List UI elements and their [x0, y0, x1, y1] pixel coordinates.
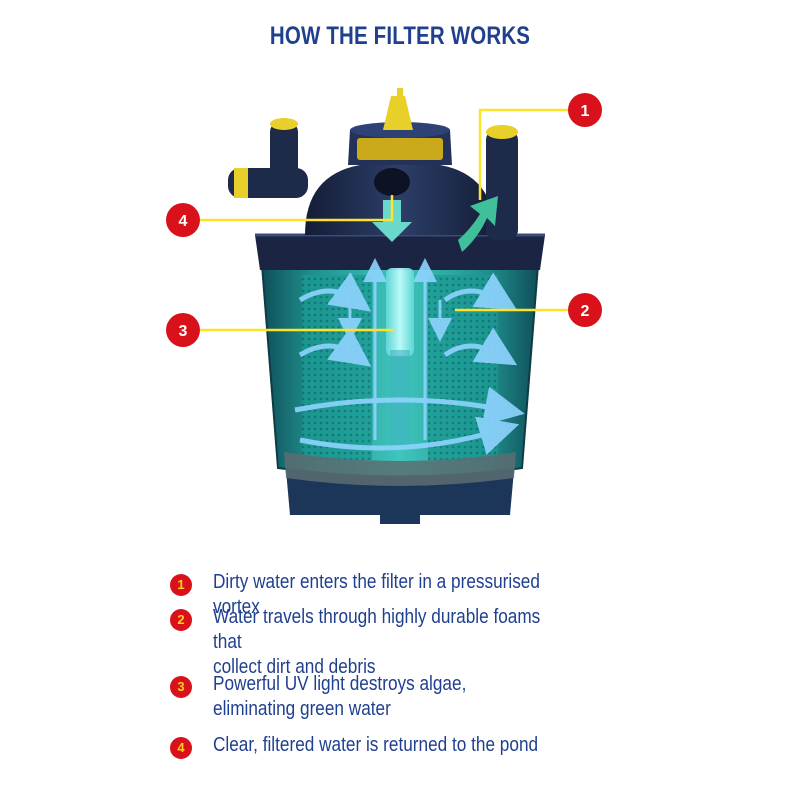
- callout-badge-1: 1: [568, 93, 602, 127]
- filter-diagram: 1 2 3 4: [166, 88, 602, 524]
- legend-line: Dirty water enters the filter in a press…: [213, 571, 540, 618]
- legend-badge: 4: [170, 737, 192, 759]
- legend-text: Water travels through highly durable foa…: [213, 605, 557, 680]
- legend-badge: 2: [170, 609, 192, 631]
- legend-line: Water travels through highly durable foa…: [213, 606, 541, 653]
- outlet-arrow-icon: [458, 196, 498, 252]
- callout-badge-3: 3: [166, 313, 200, 347]
- legend-text: Dirty water enters the filter in a press…: [213, 570, 557, 620]
- legend-line: collect dirt and debris: [213, 656, 376, 678]
- callout-number: 2: [581, 303, 590, 320]
- callout-line-4: [200, 195, 394, 222]
- legend-item: 2 Water travels through highly durable f…: [170, 605, 613, 680]
- legend-line: Powerful UV light destroys algae,: [213, 673, 467, 695]
- legend-item: 1 Dirty water enters the filter in a pre…: [170, 570, 613, 620]
- callout-badge-4: 4: [166, 203, 200, 237]
- legend-line: eliminating green water: [213, 698, 391, 720]
- vortex-arrows-icon: [294, 258, 525, 455]
- callout-badge-2: 2: [568, 293, 602, 327]
- callout-number: 1: [581, 103, 590, 120]
- callout-number: 3: [179, 323, 188, 340]
- callout-line-1: [478, 108, 568, 200]
- legend-item: 4 Clear, filtered water is returned to t…: [170, 733, 613, 759]
- legend-line: Clear, filtered water is returned to the…: [213, 734, 539, 756]
- callout-number: 4: [179, 213, 188, 230]
- uv-lamp-icon: [386, 268, 414, 450]
- legend-text: Clear, filtered water is returned to the…: [213, 733, 557, 758]
- legend-badge: 1: [170, 574, 192, 596]
- page-title: HOW THE FILTER WORKS: [269, 22, 531, 50]
- legend-badge: 3: [170, 676, 192, 698]
- legend-text: Powerful UV light destroys algae, elimin…: [213, 672, 557, 722]
- legend-item: 3 Powerful UV light destroys algae, elim…: [170, 672, 613, 722]
